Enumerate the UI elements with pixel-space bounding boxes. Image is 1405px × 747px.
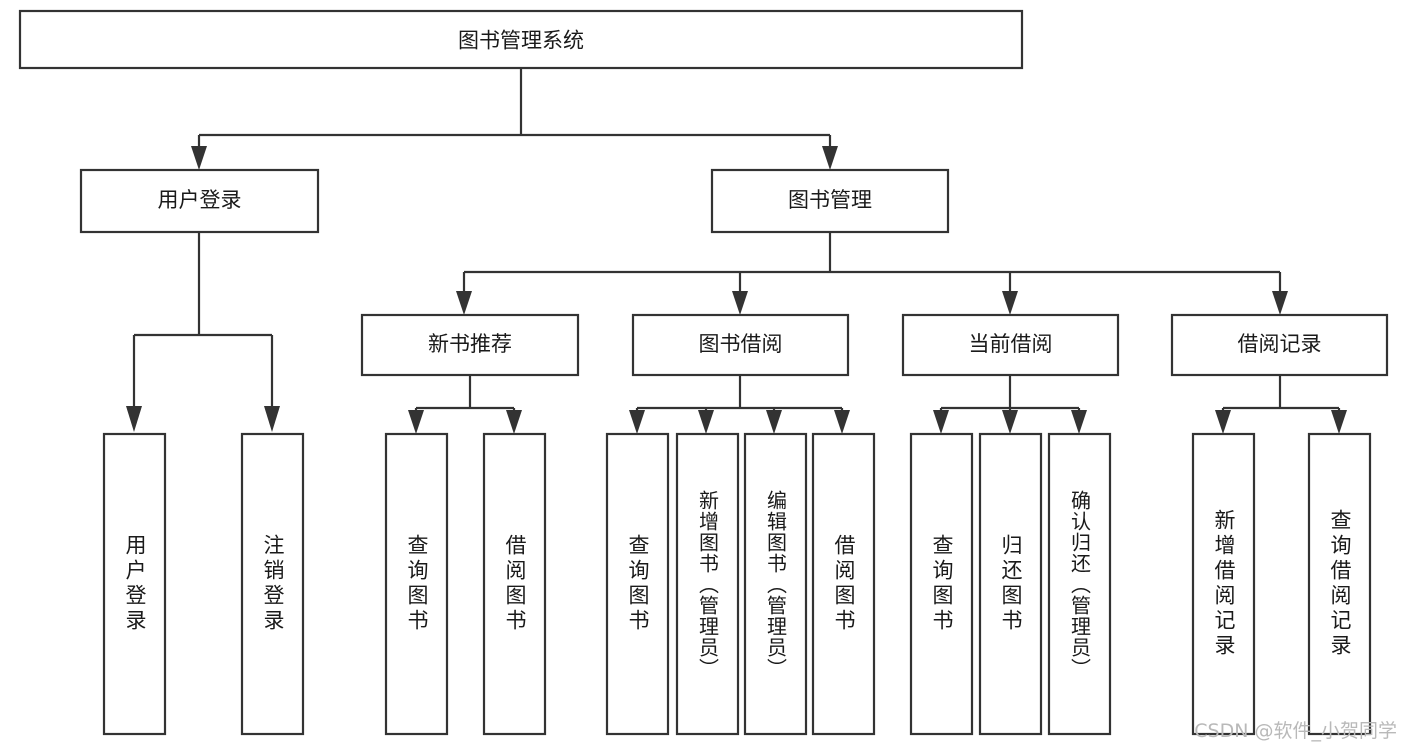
- new-book-recommend-box[interactable]: [360, 313, 580, 377]
- leaf-borrow-book-1-box[interactable]: [482, 432, 547, 736]
- root-box[interactable]: [18, 9, 1024, 70]
- arrow-to-current-borrow: [1002, 291, 1018, 315]
- arrow-to-leaf-borrow-book-1: [506, 410, 522, 434]
- leaf-query-book-1-box[interactable]: [384, 432, 449, 736]
- node-book-management[interactable]: 图书管理: [710, 168, 950, 234]
- arrow-to-user-login: [191, 146, 207, 170]
- arrow-to-leaf-add-book-admin: [698, 410, 714, 434]
- leaf-box-group: [102, 432, 1372, 736]
- arrow-to-new-book-recommend: [456, 291, 472, 315]
- node-root[interactable]: 图书管理系统: [18, 9, 1024, 70]
- leaf-add-book-admin-box[interactable]: [675, 432, 740, 736]
- arrow-to-leaf-query-book-1: [408, 410, 424, 434]
- new-book-recommend-label: 新书推荐: [428, 332, 512, 356]
- node-user-login[interactable]: 用户登录: [79, 168, 320, 234]
- arrow-to-borrow-record: [1272, 291, 1288, 315]
- arrow-to-leaf-add-borrow-record: [1215, 410, 1231, 434]
- arrow-to-leaf-logout-login: [264, 406, 280, 432]
- borrow-record-box[interactable]: [1170, 313, 1389, 377]
- arrow-to-leaf-confirm-return-admin: [1071, 410, 1087, 434]
- leaf-query-book-2-box[interactable]: [605, 432, 670, 736]
- leaf-borrow-book-2-box[interactable]: [811, 432, 876, 736]
- node-new-book-recommend[interactable]: 新书推荐: [360, 313, 580, 377]
- book-management-label: 图书管理: [788, 188, 872, 212]
- book-borrow-box[interactable]: [631, 313, 850, 377]
- node-current-borrow[interactable]: 当前借阅: [901, 313, 1120, 377]
- arrow-to-book-management: [822, 146, 838, 170]
- leaf-return-book-box[interactable]: [978, 432, 1043, 736]
- borrow-record-label: 借阅记录: [1238, 332, 1322, 356]
- book-management-box[interactable]: [710, 168, 950, 234]
- leaf-user-login-box[interactable]: [102, 432, 167, 736]
- user-login-box[interactable]: [79, 168, 320, 234]
- leaf-add-borrow-record-box[interactable]: [1191, 432, 1256, 736]
- current-borrow-label: 当前借阅: [969, 332, 1053, 356]
- node-book-borrow[interactable]: 图书借阅: [631, 313, 850, 377]
- leaf-query-borrow-record-box[interactable]: [1307, 432, 1372, 736]
- arrow-to-book-borrow: [732, 291, 748, 315]
- user-login-label: 用户登录: [158, 188, 242, 212]
- node-borrow-record[interactable]: 借阅记录: [1170, 313, 1389, 377]
- edge-group: [126, 68, 1347, 434]
- arrow-to-leaf-query-borrow-record: [1331, 410, 1347, 434]
- arrow-to-leaf-query-book-2: [629, 410, 645, 434]
- arrow-to-leaf-borrow-book-2: [834, 410, 850, 434]
- leaf-confirm-return-admin-box[interactable]: [1047, 432, 1112, 736]
- leaf-logout-login-box[interactable]: [240, 432, 305, 736]
- book-borrow-label: 图书借阅: [699, 332, 783, 356]
- arrow-to-leaf-query-book-3: [933, 410, 949, 434]
- root-label: 图书管理系统: [458, 29, 584, 53]
- arrow-to-leaf-user-login: [126, 406, 142, 432]
- arrow-to-leaf-edit-book-admin: [766, 410, 782, 434]
- arrow-to-leaf-return-book: [1002, 410, 1018, 434]
- leaf-edit-book-admin-box[interactable]: [743, 432, 808, 736]
- current-borrow-box[interactable]: [901, 313, 1120, 377]
- leaf-query-book-3-box[interactable]: [909, 432, 974, 736]
